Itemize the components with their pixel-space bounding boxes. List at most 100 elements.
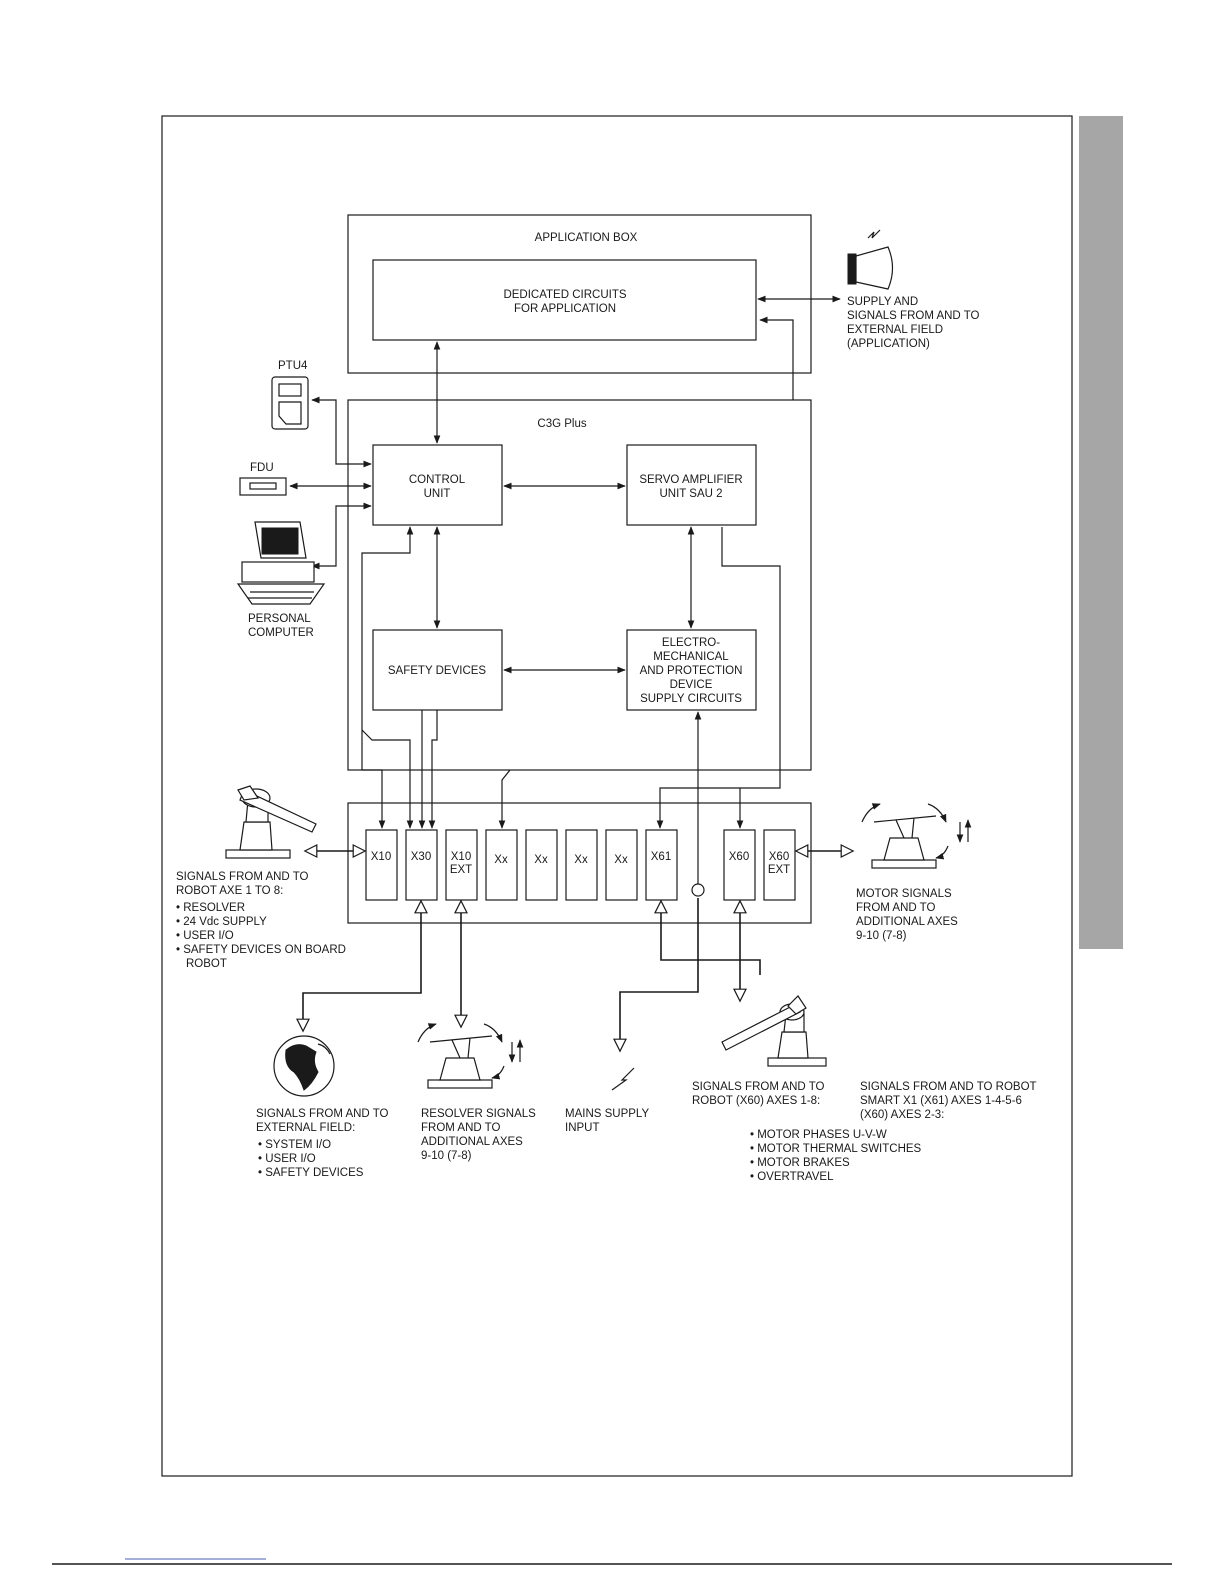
servo-amplifier-label-2: UNIT SAU 2 bbox=[659, 488, 722, 500]
connectors: X10 X30 X10 EXT Xx Xx Xx Xx X61 X60 X60 … bbox=[365, 829, 796, 901]
robot-arm-left-icon bbox=[225, 785, 317, 859]
side-tab bbox=[1079, 116, 1123, 949]
ptu4-icon bbox=[271, 376, 309, 430]
connector-xx-4-label: Xx bbox=[614, 854, 628, 866]
arrow-x30-external-field bbox=[303, 902, 421, 1030]
connector-x61-label: X61 bbox=[651, 851, 671, 863]
motor-list-3: • MOTOR BRAKES bbox=[750, 1157, 850, 1169]
robot-arm-bottom-icon bbox=[721, 995, 827, 1067]
supply-field-label-2: SIGNALS FROM AND TO bbox=[847, 310, 980, 322]
supply-field-label-3: EXTERNAL FIELD bbox=[847, 324, 943, 336]
motor-list-1: • MOTOR PHASES U-V-W bbox=[750, 1129, 887, 1141]
connector-x30 bbox=[405, 829, 438, 901]
connector-x10 bbox=[365, 829, 398, 901]
servo-amplifier-label-1: SERVO AMPLIFIER bbox=[639, 474, 742, 486]
connector-x60 bbox=[723, 829, 756, 901]
line-to-xx bbox=[498, 769, 511, 829]
external-field-list-3: • SAFETY DEVICES bbox=[258, 1167, 364, 1179]
page-frame bbox=[161, 115, 1073, 1477]
mains-label-1: MAINS SUPPLY bbox=[565, 1108, 649, 1120]
additional-axes-right-icon bbox=[861, 803, 972, 869]
dedicated-label-1: DEDICATED CIRCUITS bbox=[503, 289, 626, 301]
connector-x60-ext bbox=[763, 829, 796, 901]
electro-label-2: MECHANICAL bbox=[653, 651, 729, 663]
electro-label-1: ELECTRO- bbox=[662, 637, 720, 649]
motor-signals-label-4: 9-10 (7-8) bbox=[856, 930, 907, 942]
pc-label-1: PERSONAL bbox=[248, 613, 311, 625]
line-ptu4-control bbox=[311, 396, 372, 468]
connector-x60-ext-label-1: X60 bbox=[769, 851, 789, 863]
connector-xx-1 bbox=[485, 829, 518, 901]
control-unit-label-2: UNIT bbox=[424, 488, 451, 500]
connector-x10-ext-label-2: EXT bbox=[450, 864, 472, 876]
robot-x60-label-2: ROBOT (X60) AXES 1-8: bbox=[692, 1095, 820, 1107]
pc-label-2: COMPUTER bbox=[248, 627, 314, 639]
resolver-label-1: RESOLVER SIGNALS bbox=[421, 1108, 536, 1120]
smart-x1-label-2: SMART X1 (X61) AXES 1-4-5-6 bbox=[860, 1095, 1022, 1107]
smart-x1-label-3: (X60) AXES 2-3: bbox=[860, 1109, 944, 1121]
external-field-label-2: EXTERNAL FIELD: bbox=[256, 1122, 355, 1134]
line-safety-to-x30a bbox=[361, 729, 414, 829]
globe-icon bbox=[273, 1035, 335, 1097]
connector-xx-3 bbox=[565, 829, 598, 901]
resolver-label-4: 9-10 (7-8) bbox=[421, 1150, 472, 1162]
dedicated-circuits-box bbox=[372, 259, 757, 341]
motor-list-4: • OVERTRAVEL bbox=[750, 1171, 834, 1183]
resolver-label-3: ADDITIONAL AXES bbox=[421, 1136, 523, 1148]
external-field-list-2: • USER I/O bbox=[258, 1153, 316, 1165]
fdu-label: FDU bbox=[250, 462, 274, 474]
supply-field-label-4: (APPLICATION) bbox=[847, 338, 930, 350]
external-field-list-1: • SYSTEM I/O bbox=[258, 1139, 331, 1151]
robot-signals-label-2: ROBOT AXE 1 TO 8: bbox=[176, 885, 283, 897]
motor-signals-label-2: FROM AND TO bbox=[856, 902, 935, 914]
connector-xx-2-label: Xx bbox=[534, 854, 548, 866]
connector-x10-ext-label-1: X10 bbox=[451, 851, 471, 863]
line-safety-to-x30c bbox=[428, 710, 438, 829]
robot-signals-list-2: • 24 Vdc SUPPLY bbox=[176, 916, 267, 928]
electro-label-3: AND PROTECTION bbox=[640, 665, 743, 677]
connector-xx-1-label: Xx bbox=[494, 854, 508, 866]
robot-signals-list-4: • SAFETY DEVICES ON BOARD bbox=[176, 944, 346, 956]
connector-x61 bbox=[645, 829, 678, 901]
robot-signals-label-1: SIGNALS FROM AND TO bbox=[176, 871, 309, 883]
connector-x60-ext-label-2: EXT bbox=[768, 864, 790, 876]
connector-x30-label: X30 bbox=[411, 851, 431, 863]
connector-xx-4 bbox=[605, 829, 638, 901]
siren-icon bbox=[847, 229, 894, 290]
dedicated-label-2: FOR APPLICATION bbox=[514, 303, 616, 315]
arrow-x61-robot bbox=[661, 902, 761, 975]
external-field-label-1: SIGNALS FROM AND TO bbox=[256, 1108, 389, 1120]
robot-signals-list-5: ROBOT bbox=[186, 958, 227, 970]
robot-signals-list-1: • RESOLVER bbox=[176, 902, 245, 914]
electro-label-4: DEVICE bbox=[670, 679, 713, 691]
fdu-icon bbox=[239, 477, 287, 496]
connector-xx-3-label: Xx bbox=[574, 854, 588, 866]
motor-signals-label-3: ADDITIONAL AXES bbox=[856, 916, 958, 928]
lightning-icon bbox=[611, 1067, 635, 1091]
line-control-to-x10 bbox=[361, 526, 414, 829]
personal-computer-icon bbox=[236, 521, 326, 605]
additional-axes-bottom-icon bbox=[417, 1023, 524, 1089]
ptu4-label: PTU4 bbox=[278, 360, 308, 372]
motor-signals-label-1: MOTOR SIGNALS bbox=[856, 888, 952, 900]
smart-x1-label-1: SIGNALS FROM AND TO ROBOT bbox=[860, 1081, 1037, 1093]
electro-mechanical-box bbox=[626, 629, 757, 711]
robot-signals-list-3: • USER I/O bbox=[176, 930, 234, 942]
connector-x10-label: X10 bbox=[371, 851, 391, 863]
robot-x60-label-1: SIGNALS FROM AND TO bbox=[692, 1081, 825, 1093]
motor-list-2: • MOTOR THERMAL SWITCHES bbox=[750, 1143, 922, 1155]
control-unit-label-1: CONTROL bbox=[409, 474, 466, 486]
connector-xx-2 bbox=[525, 829, 558, 901]
connector-x60-label: X60 bbox=[729, 851, 749, 863]
application-box-label: APPLICATION BOX bbox=[535, 232, 638, 244]
resolver-label-2: FROM AND TO bbox=[421, 1122, 500, 1134]
line-pc-control bbox=[311, 502, 372, 570]
electro-label-5: SUPPLY CIRCUITS bbox=[640, 693, 742, 705]
arrow-mains-supply bbox=[620, 898, 699, 1050]
mains-terminal-icon bbox=[691, 883, 705, 897]
supply-field-label-1: SUPPLY AND bbox=[847, 296, 918, 308]
c3g-plus-label: C3G Plus bbox=[537, 418, 586, 430]
servo-amplifier-box bbox=[626, 444, 757, 526]
line-servo-to-x61 bbox=[656, 527, 781, 829]
